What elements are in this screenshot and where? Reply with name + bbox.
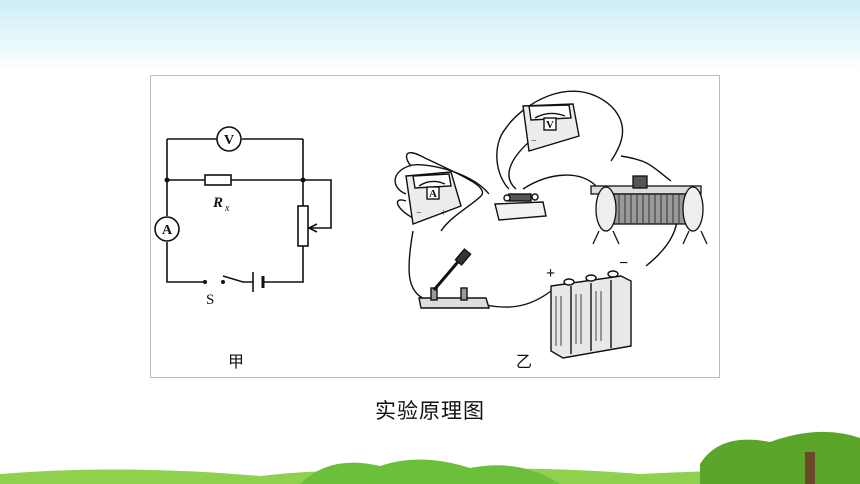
slide-caption: 实验原理图 [375, 399, 485, 423]
junction-dot [164, 177, 170, 183]
circuit-diagram-jia [166, 138, 332, 283]
battery-plus-label: + [546, 265, 555, 282]
ammeter-minus: − [416, 208, 422, 219]
figure-svg: V A R x S [154, 90, 708, 359]
resistor-rx: R x [204, 174, 232, 214]
figure-label-jia: 甲 [228, 352, 245, 371]
junction-dot [300, 177, 306, 183]
resistor-board [494, 193, 547, 221]
figure-panel: V A R x S [150, 75, 720, 378]
ammeter-plus: + [441, 208, 447, 219]
ammeter-instrument: A − + [405, 171, 462, 225]
voltmeter-label: V [224, 133, 234, 148]
knife-switch [418, 248, 490, 309]
ammeter-label: A [162, 223, 173, 238]
connecting-wires-yi [394, 90, 678, 308]
rheostat-symbol [297, 205, 318, 247]
ammeter-symbol-jia: A [154, 216, 180, 242]
figure-label-yi: 乙 [516, 352, 533, 371]
voltmeter-minus: − [531, 136, 537, 147]
battery-symbol [252, 272, 265, 292]
switch-label: S [206, 292, 214, 308]
grass-decoration [0, 431, 860, 484]
voltmeter-face-label: V [546, 119, 554, 131]
voltmeter-instrument: V − [522, 103, 580, 152]
sliding-rheostat [590, 175, 708, 245]
battery-box: + − [546, 255, 632, 359]
resistor-subscript: x [224, 203, 230, 214]
battery-minus-label: − [619, 255, 628, 272]
switch-symbol: S [203, 280, 225, 308]
ammeter-face-label: A [429, 188, 437, 200]
voltmeter-symbol-jia: V [216, 126, 242, 152]
resistor-label: R [212, 195, 223, 211]
sky-background [0, 0, 860, 70]
